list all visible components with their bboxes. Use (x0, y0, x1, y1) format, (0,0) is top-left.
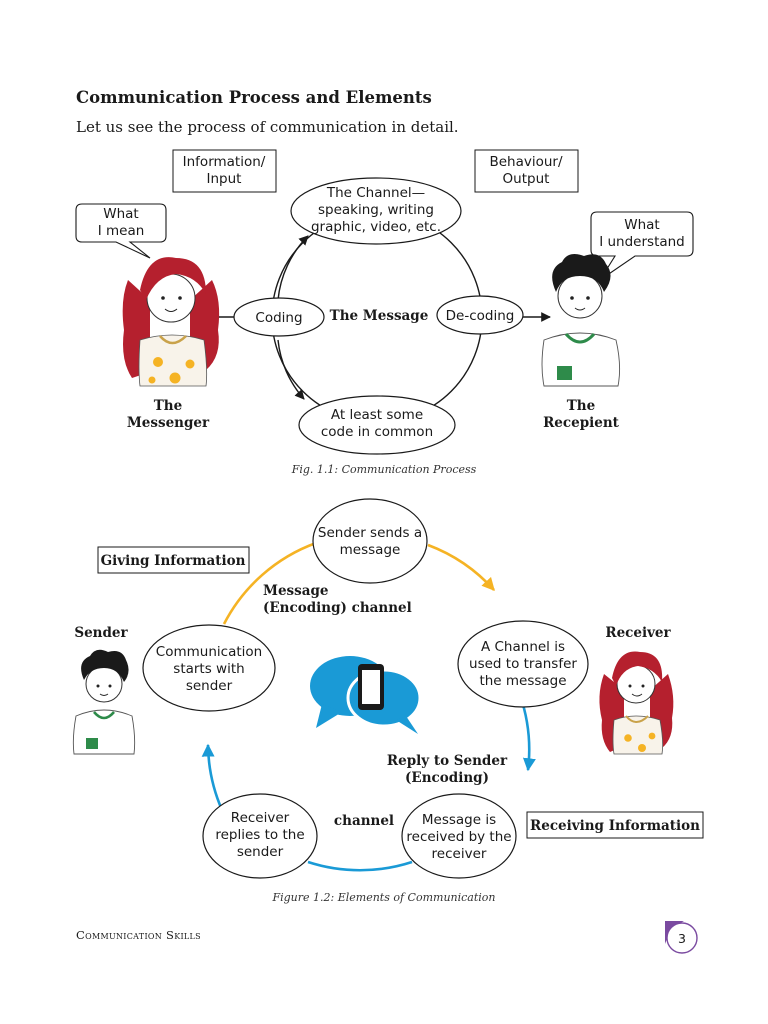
figure-1-caption: Fig. 1.1: Communication Process (291, 463, 477, 476)
recipient-bubble-line-1: What (624, 217, 659, 233)
receiving-information-box (526, 811, 704, 839)
node-right-line-3: the message (479, 673, 566, 689)
figure-2-caption: Figure 1.2: Elements of Communication (271, 891, 495, 904)
chat-phone-icon (310, 656, 422, 734)
node-receiver-replies (202, 793, 318, 879)
messenger-girl-illustration (122, 257, 220, 387)
coding-ellipse (233, 297, 325, 337)
common-code-line-1: At least some (331, 407, 423, 423)
decoding-ellipse (436, 295, 524, 335)
arrow-to-channel (277, 235, 309, 301)
node-channel-transfer (457, 620, 589, 708)
encoding-channel-line-1: Message (263, 583, 329, 599)
node-right-line-1: A Channel is (481, 639, 565, 655)
node-communication-starts (142, 624, 276, 712)
recipient-label-line-2: Recepient (543, 415, 620, 431)
channel-ellipse (290, 177, 462, 245)
recipient-bubble-line-2: I understand (599, 234, 685, 250)
encoding-channel-line-2: (Encoding) channel (263, 600, 412, 616)
node-bottom-right-line-2: received by the (406, 829, 511, 845)
page-number-badge: 3 (665, 921, 698, 954)
message-label: The Message (330, 308, 429, 324)
arrow-to-common-code (277, 339, 305, 400)
sender-boy-illustration (72, 649, 136, 755)
node-bottom-left-line-1: Receiver (231, 810, 290, 826)
blue-arc-left (201, 743, 224, 811)
recipient-speech-bubble (590, 211, 694, 281)
output-box-line-2: Output (503, 171, 550, 187)
node-left-line-1: Communication (156, 644, 262, 660)
blue-arc-bottom (307, 860, 413, 872)
node-right-line-2: used to transfer (469, 656, 577, 672)
output-box (474, 149, 579, 193)
messenger-speech-bubble (75, 203, 167, 259)
node-bottom-left-line-2: replies to the (215, 827, 304, 843)
input-box-line-1: Information/ (183, 154, 266, 170)
input-box (172, 149, 277, 193)
figure-1-communication-process: Information/ Input Behaviour/ Output The… (75, 149, 694, 476)
giving-information-box (97, 546, 250, 574)
messenger-bubble-line-1: What (103, 206, 138, 222)
footer-book-title: Communication Skills (76, 928, 201, 942)
messenger-bubble-line-2: I mean (98, 223, 145, 239)
receiver-label: Receiver (605, 625, 671, 641)
node-left-line-2: starts with (173, 661, 244, 677)
orange-arc-right (427, 543, 495, 591)
giving-information-label: Giving Information (101, 553, 246, 569)
intro-text: Let us see the process of communication … (76, 118, 459, 136)
receiving-information-label: Receiving Information (530, 818, 700, 834)
reply-label-line-2: (Encoding) (405, 770, 489, 786)
section-heading: Communication Process and Elements (76, 88, 432, 107)
common-code-line-2: code in common (321, 424, 433, 440)
channel-label: channel (334, 813, 394, 829)
recipient-label-line-1: The (567, 398, 595, 414)
output-box-line-1: Behaviour/ (489, 154, 563, 170)
node-bottom-right-line-1: Message is (422, 812, 496, 828)
orange-arc-left (222, 541, 317, 625)
recipient-boy-illustration (541, 254, 621, 387)
page-number: 3 (678, 931, 686, 946)
node-message-received (401, 793, 517, 879)
decoding-label: De-coding (446, 308, 515, 324)
node-left-line-3: sender (186, 678, 233, 694)
channel-line-3: graphic, video, etc. (311, 219, 441, 235)
input-box-line-2: Input (207, 171, 242, 187)
node-top-line-1: Sender sends a (318, 525, 422, 541)
reply-label-line-1: Reply to Sender (387, 753, 508, 769)
common-code-ellipse (298, 395, 456, 455)
node-top-line-2: message (340, 542, 401, 558)
node-bottom-left-line-3: sender (237, 844, 284, 860)
node-bottom-right-line-3: receiver (432, 846, 487, 862)
messenger-label-line-2: Messenger (127, 415, 210, 431)
receiver-girl-illustration (599, 651, 674, 755)
messenger-label-line-1: The (154, 398, 182, 414)
sender-label: Sender (74, 625, 128, 641)
channel-line-2: speaking, writing (318, 202, 434, 218)
coding-label: Coding (255, 310, 302, 326)
node-sender-sends (312, 498, 428, 584)
channel-line-1: The Channel— (326, 185, 425, 201)
figure-2-elements-of-communication: Sender sends a message A Channel is used… (72, 498, 704, 904)
